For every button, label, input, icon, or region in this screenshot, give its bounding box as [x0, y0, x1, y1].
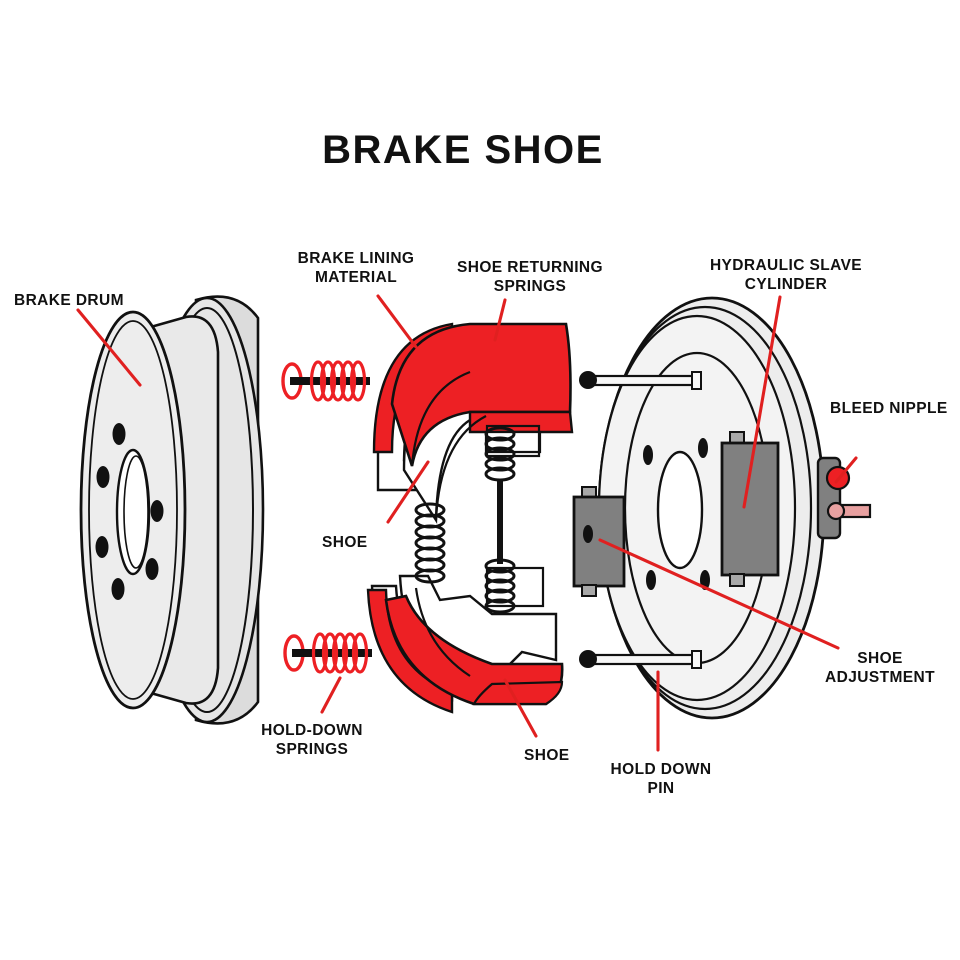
hold-down-spring-upper	[281, 360, 370, 402]
brake-lining-upper-top	[390, 322, 572, 467]
shoe-returning-spring-upper	[484, 424, 541, 482]
callout-hydraulic-slave-cylinder: HYDRAULIC SLAVE CYLINDER	[709, 257, 863, 293]
shoe-adjustment-port	[583, 525, 593, 543]
callout-hold-down-springs: HOLD-DOWN SPRINGS	[261, 722, 363, 758]
brake-pipe-fitting	[826, 501, 846, 521]
shoe-adjustment-bottom-tab	[581, 584, 597, 597]
hold-down-pin-lower	[579, 650, 702, 669]
brake-drum-hub-bore-inner	[123, 455, 149, 569]
brake-drum-front-face-inner-edge	[88, 320, 178, 700]
shoe-returning-spring-connecting-rod	[497, 480, 503, 564]
callout-shoe-upper: SHOE	[322, 534, 368, 551]
backing-plate-mounting-hole	[643, 445, 653, 465]
hydraulic-slave-cylinder-group	[720, 431, 780, 587]
leader-shoe-returning-springs	[493, 298, 507, 342]
callout-shoe-adjustment: SHOE ADJUSTMENT	[825, 650, 935, 686]
leader-shoe-upper	[386, 460, 430, 524]
brake-drum-group	[79, 295, 265, 725]
brake-shoe-lower-group	[366, 574, 564, 714]
leader-hydraulic-slave-cyl	[742, 295, 782, 509]
hold-down-pin-cap	[691, 650, 702, 669]
backing-plate-mounting-hole	[698, 438, 708, 458]
callout-brake-lining-material: BRAKE LINING MATERIAL	[297, 250, 415, 286]
shoe-returning-spring-rear	[414, 502, 446, 584]
hold-down-pin-cap	[691, 371, 702, 390]
shoe-adjustment-group	[572, 486, 626, 597]
brake-shoe-upper-group	[372, 322, 574, 524]
hold-down-pin-upper	[579, 371, 702, 390]
leader-brake-drum	[76, 308, 142, 387]
leader-brake-lining-material	[376, 294, 418, 349]
slave-cylinder-bottom-tab	[729, 573, 745, 587]
backing-plate-hub-hole	[656, 450, 704, 570]
brake-lining-upper-edge	[468, 410, 574, 434]
brake-drum-lug-hole	[112, 423, 126, 445]
brake-lining-lower-edge	[472, 680, 564, 706]
hold-down-pin-head	[579, 650, 597, 668]
hold-down-spring-coils	[311, 632, 369, 674]
hold-down-pin-shaft	[588, 653, 696, 666]
brake-shoe-upper-inner-curve-2	[434, 415, 487, 521]
backing-plate-group	[597, 296, 826, 720]
leader-shoe-lower	[503, 678, 538, 738]
hold-down-spring-lower	[283, 632, 372, 674]
hold-down-spring-coils	[309, 360, 367, 402]
hold-down-pin-head	[579, 371, 597, 389]
brake-drum-lug-hole	[150, 500, 164, 522]
brake-drum-lug-hole	[145, 558, 159, 580]
leader-bleed-nipple	[834, 456, 858, 484]
page-title: BRAKE SHOE	[322, 128, 604, 172]
backing-plate-mounting-hole	[646, 570, 656, 590]
leader-hold-down-springs	[320, 676, 342, 714]
shoe-adjustment-body	[572, 495, 626, 588]
brake-drum-lug-hole	[96, 466, 110, 488]
brake-shoe-upper-inner-curve	[410, 370, 471, 467]
brake-drum-lug-hole	[111, 578, 125, 600]
leader-shoe-adjustment	[598, 538, 840, 650]
callout-shoe-returning-springs: SHOE RETURNING SPRINGS	[457, 259, 603, 295]
brake-drum-lug-hole	[95, 536, 109, 558]
bleed-nipple-group	[816, 456, 872, 540]
hold-down-pin-shaft	[588, 374, 696, 387]
callout-hold-down-pin: HOLD DOWN PIN	[610, 761, 712, 797]
callout-brake-drum: BRAKE DRUM	[14, 292, 124, 309]
callout-bleed-nipple: BLEED NIPPLE	[830, 400, 948, 417]
slave-cylinder-body	[720, 441, 780, 577]
leader-lines	[76, 294, 858, 752]
brake-shoe-lower-inner-curve	[414, 587, 471, 677]
callout-shoe-lower: SHOE	[524, 747, 570, 764]
shoe-returning-spring-lower	[484, 558, 545, 614]
